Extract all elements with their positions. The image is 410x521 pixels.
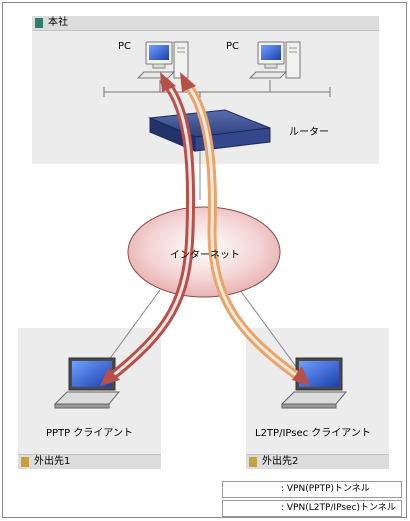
pc1-label: PC bbox=[118, 41, 132, 52]
l2tp-tunnel-path bbox=[180, 72, 310, 386]
branch2-zone-header: 外出先2 bbox=[246, 454, 389, 469]
pptp-tunnel-path bbox=[100, 72, 196, 386]
l2tp-client-label: L2TP/IPsec クライアント bbox=[255, 428, 371, 439]
laptop2-icon bbox=[280, 357, 348, 409]
legend-l2tp-text: : VPN(L2TP/IPsec)トンネル bbox=[281, 503, 396, 513]
internet-cloud-icon bbox=[127, 206, 281, 298]
router-label: ルーター bbox=[289, 127, 329, 138]
branch2-marker-icon bbox=[249, 457, 257, 467]
legend-pptp-row: : VPN(PPTP)トンネル bbox=[222, 481, 402, 498]
hq-zone-header: 本社 bbox=[32, 16, 379, 31]
laptop1-icon bbox=[53, 357, 121, 409]
pc2-icon bbox=[248, 41, 301, 79]
pc1-icon bbox=[136, 41, 189, 79]
branch1-marker-icon bbox=[21, 457, 29, 467]
pc2-label: PC bbox=[226, 41, 240, 52]
branch1-title: 外出先1 bbox=[34, 456, 71, 467]
hq-lan-bus bbox=[103, 80, 331, 112]
branch1-zone-header: 外出先1 bbox=[18, 454, 161, 469]
hq-marker-icon bbox=[35, 18, 43, 28]
hq-title: 本社 bbox=[48, 17, 68, 28]
legend-l2tp-row: : VPN(L2TP/IPsec)トンネル bbox=[222, 500, 402, 517]
pptp-client-label: PPTP クライアント bbox=[46, 428, 133, 439]
legend-pptp-text: : VPN(PPTP)トンネル bbox=[281, 484, 370, 494]
internet-label: インターネット bbox=[170, 250, 240, 261]
branch2-title: 外出先2 bbox=[262, 456, 299, 467]
